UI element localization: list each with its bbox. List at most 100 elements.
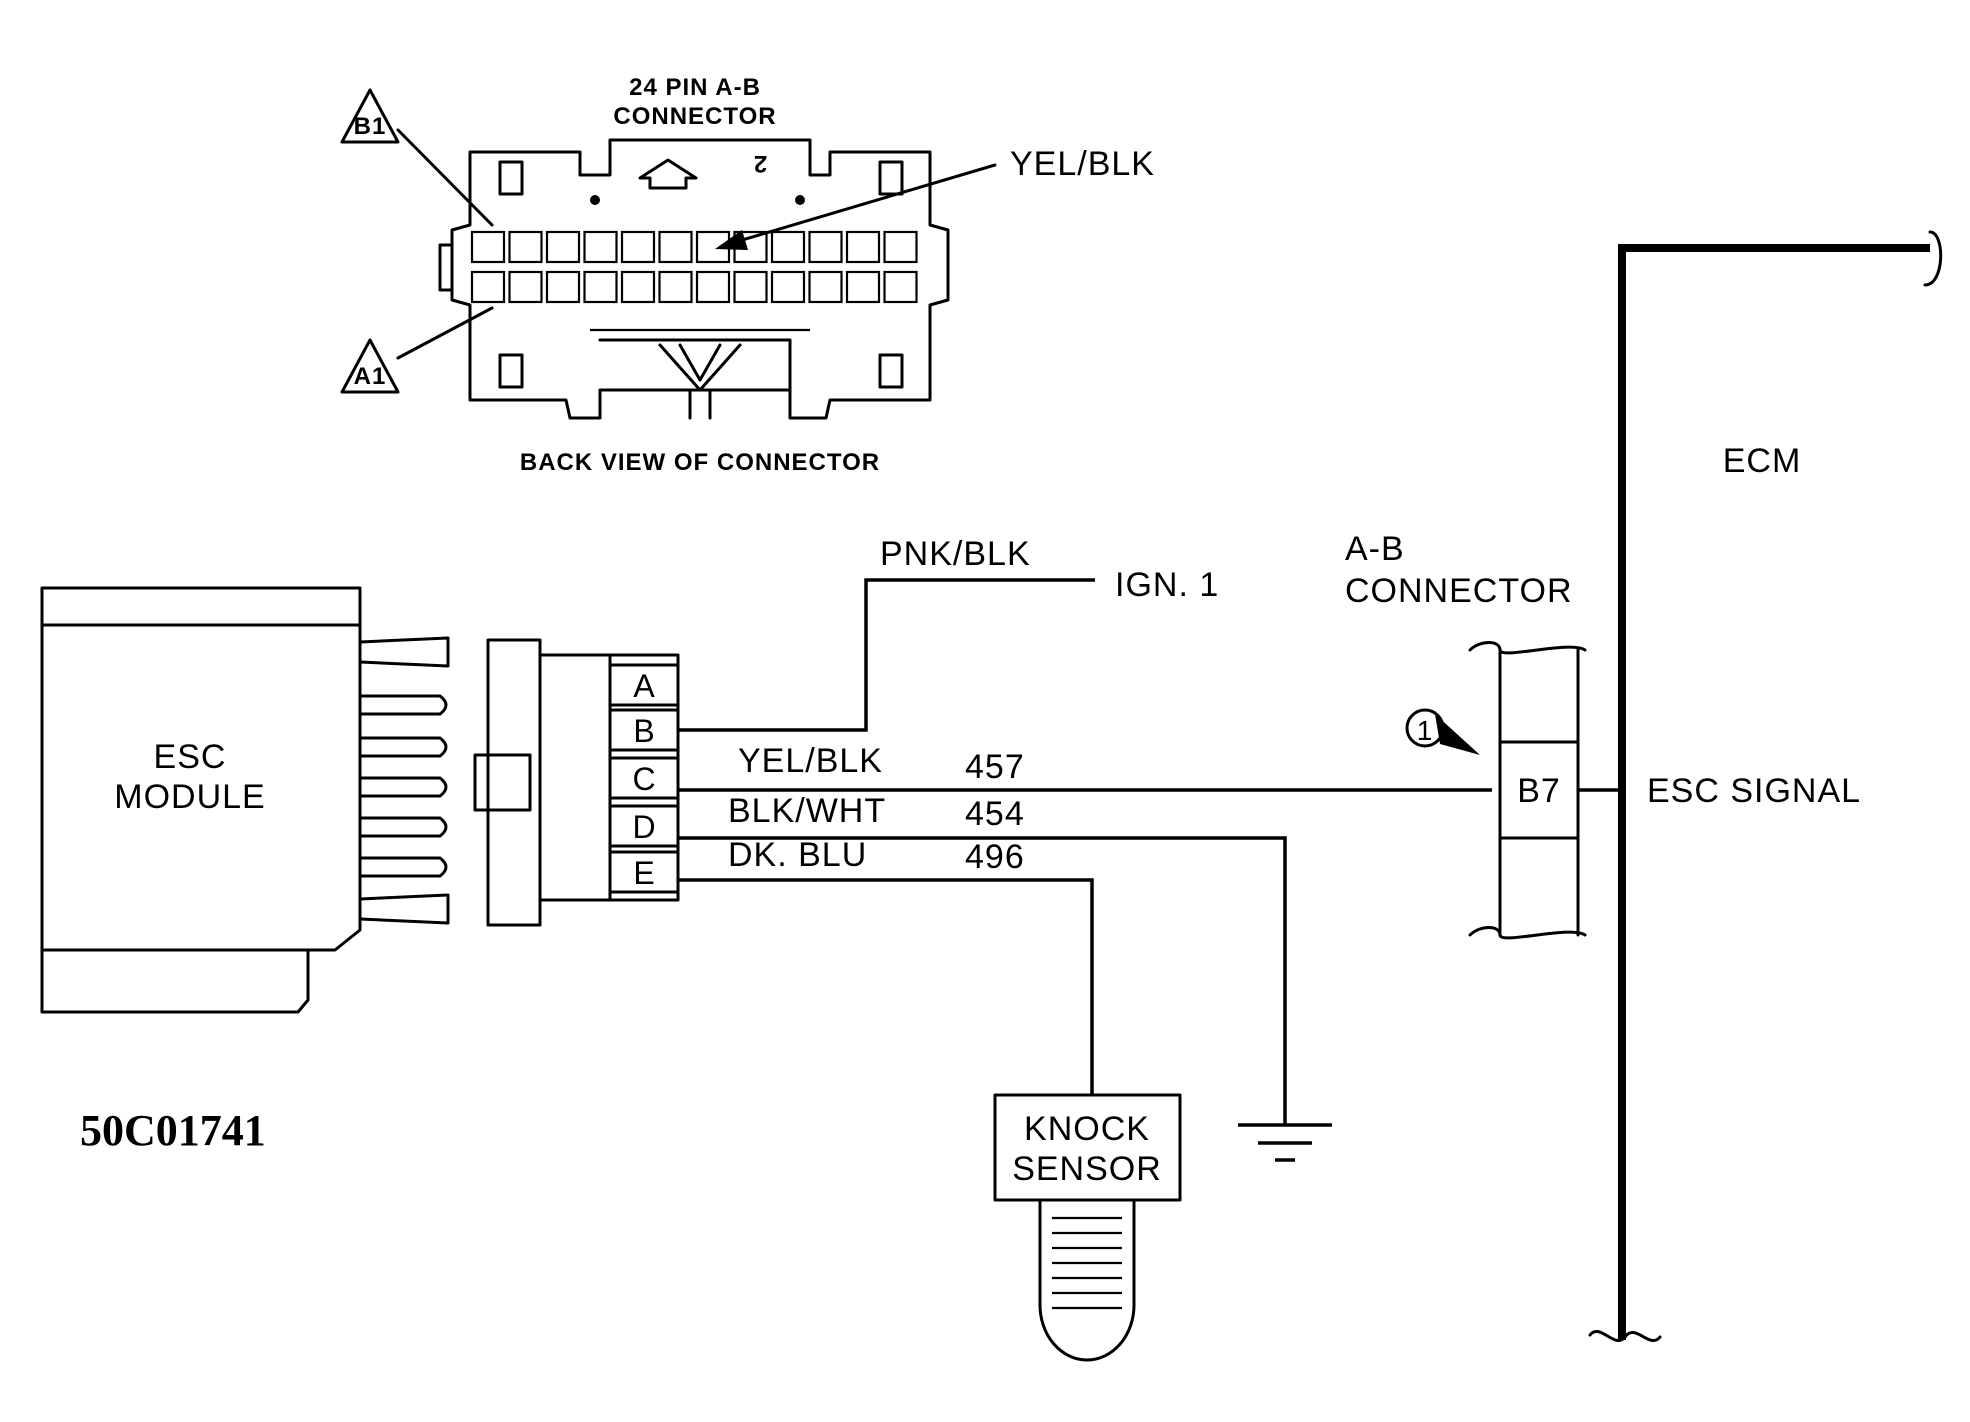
left-latch: [438, 243, 454, 292]
wire-dk-blu: [678, 878, 1094, 1095]
connector-pin-cavity: [845, 270, 881, 304]
wire-457-label: 457: [965, 748, 1025, 786]
ecm-break-bottom: [1588, 1330, 1662, 1342]
rivet-left: [590, 195, 600, 205]
connector-pin-cavity: [620, 270, 656, 304]
rivet-right: [795, 195, 805, 205]
pin-cell-label: A: [633, 668, 655, 704]
module-blade-terminal: [358, 736, 448, 758]
connector-pin-cavity: [508, 230, 543, 264]
pin-b1-leader: [396, 128, 494, 227]
knock-sensor: KNOCK SENSOR: [993, 1093, 1182, 1362]
ab-connector-break-top: [1468, 641, 1587, 655]
connector-pin-cavity: [658, 270, 693, 304]
harness-connector-lock: [473, 753, 532, 812]
wire-callout-label: YEL/BLK: [1010, 145, 1155, 183]
pin-cell: [608, 804, 680, 848]
connector-housing: [450, 138, 950, 420]
module-blade-terminal: [358, 636, 450, 668]
pin-cell-label: B: [633, 713, 654, 749]
cover-arrow: [638, 158, 698, 190]
module-blade-terminal: [358, 893, 450, 925]
ecm-boundary: [1618, 244, 1930, 1340]
connector-caption: BACK VIEW OF CONNECTOR: [520, 449, 880, 476]
connector-pin-cavity: [808, 230, 843, 264]
connector-title-line1: 24 PIN A-B: [629, 74, 761, 101]
lower-left-window: [498, 353, 524, 389]
module-blade-terminal: [358, 816, 448, 838]
upper-right-window: [878, 160, 904, 196]
pin-rows: [470, 230, 918, 304]
connector-pin-cavity: [770, 230, 806, 264]
note-marker-pointer: [1435, 714, 1480, 755]
pin-b1-label: B1: [354, 113, 387, 140]
note-marker-number: 1: [1417, 715, 1434, 746]
esc-module-base: [40, 948, 310, 1014]
esc-signal-label: ESC SIGNAL: [1647, 772, 1861, 810]
harness-connector-body: [486, 638, 680, 927]
pin-cell-label: D: [632, 809, 655, 845]
esc-module-body: [40, 586, 362, 952]
pin-b1-marker: [340, 88, 400, 144]
connector-cable-entry: [598, 338, 792, 420]
knock-sensor-body: [993, 1093, 1182, 1202]
wire-dk-blu-label: DK. BLU: [728, 836, 867, 874]
pin-cell: [608, 756, 680, 800]
module-blade-terminal: [358, 694, 448, 716]
ab-connector: A-B CONNECTOR B7 1: [1345, 530, 1622, 940]
esc-module-label-line2: MODULE: [114, 778, 265, 816]
connector-pin-cavity: [583, 230, 618, 264]
connector-pin-cavity: [583, 270, 618, 304]
connector-pin-cavity: [808, 270, 843, 304]
module-blade-terminal: [358, 856, 448, 878]
connector-pin-cavity: [508, 270, 543, 304]
wire-blk-wht-label: BLK/WHT: [728, 792, 886, 830]
ab-connector-pin-b7: B7: [1517, 772, 1561, 810]
connector-pin-cavity: [845, 230, 881, 264]
ecm: ECM ESC SIGNAL: [1588, 230, 1943, 1342]
pin-cell-label: E: [633, 855, 654, 891]
module-terminals: [358, 636, 450, 925]
knock-sensor-label-line2: SENSOR: [1012, 1150, 1162, 1188]
cover-mark: 2: [753, 150, 767, 177]
ab-connector-break-bottom: [1468, 926, 1587, 940]
ecm-label: ECM: [1723, 442, 1802, 480]
wire-pnk-blk-label: PNK/BLK: [880, 535, 1031, 573]
connector-pin-cavity: [545, 270, 581, 304]
ab-connector-label-line2: CONNECTOR: [1345, 572, 1573, 610]
knock-sensor-threads: [1052, 1216, 1122, 1310]
wire-blk-wht: [678, 836, 1287, 1125]
wire-yel-blk-label: YEL/BLK: [738, 742, 883, 780]
connector-pin-cavity: [470, 230, 506, 264]
connector-pin-cavity: [883, 230, 918, 264]
connector-pin-cavity: [620, 230, 656, 264]
connector-pin-cavity: [470, 270, 506, 304]
wire-496-label: 496: [965, 838, 1025, 876]
ign-1-label: IGN. 1: [1115, 566, 1219, 604]
upper-left-window: [498, 160, 524, 196]
knock-sensor-stud: [1038, 1198, 1136, 1362]
pin-a1-leader: [396, 306, 494, 360]
wire-callout-arrowhead: [715, 230, 748, 250]
esc-module-label-line1: ESC: [154, 738, 227, 776]
pin-cell-label: C: [632, 761, 655, 797]
connector-title-line2: CONNECTOR: [613, 103, 776, 130]
wire-454-label: 454: [965, 795, 1025, 833]
pin-a1-marker: [340, 338, 400, 394]
lower-right-window: [878, 353, 904, 389]
wire-pnk-blk: [678, 578, 1095, 732]
pin-cell: [608, 850, 680, 894]
ab-connector-label-line1: A-B: [1345, 530, 1405, 568]
wire-callout-leader: [720, 163, 997, 248]
pin-cell: [608, 663, 680, 707]
connector-pin-cavity: [695, 270, 731, 304]
connector-pin-cavity: [545, 230, 581, 264]
pin-a1-label: A1: [354, 363, 387, 390]
connector-pin-cavity: [883, 270, 918, 304]
ground-symbol: [1238, 1123, 1332, 1162]
esc-module: ESC MODULE: [40, 586, 450, 1014]
wires: PNK/BLK IGN. 1 YEL/BLK 457 BLK/WHT 454 D…: [678, 535, 1492, 1162]
